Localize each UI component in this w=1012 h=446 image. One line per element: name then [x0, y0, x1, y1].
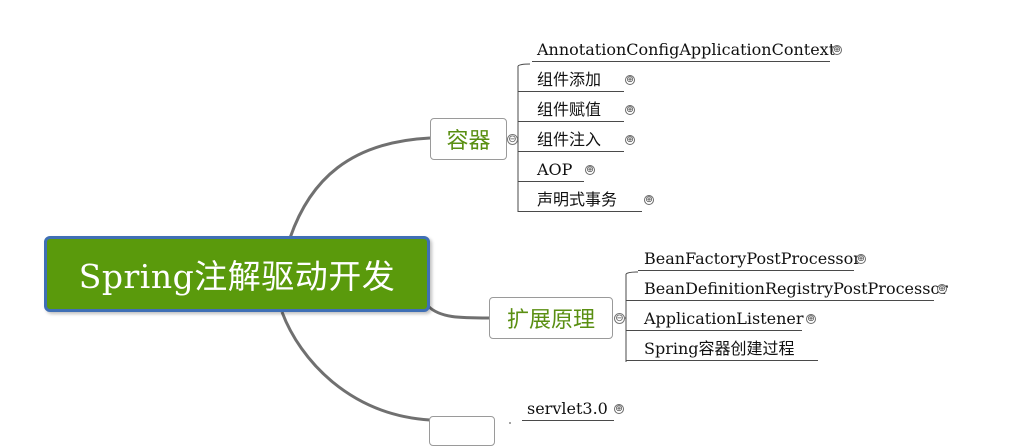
connector-root-container — [288, 136, 431, 239]
leaf-label: AOP — [537, 160, 573, 179]
leaf-application-listener[interactable]: ApplicationListener — [626, 309, 804, 331]
expand-icon[interactable]: ⊕ — [856, 254, 866, 264]
expand-icon[interactable]: ⊕ — [832, 45, 842, 55]
leaf-component-inject[interactable]: 组件注入 — [518, 130, 624, 152]
leaf-aop[interactable]: AOP — [518, 160, 584, 182]
expand-icon[interactable]: ⊕ — [644, 195, 654, 205]
expand-icon[interactable]: ⊕ — [614, 404, 624, 414]
bracket-extension-top — [625, 271, 639, 275]
leaf-servlet30[interactable]: servlet3.0 — [522, 399, 614, 421]
leaf-label: 组件注入 — [537, 130, 602, 149]
leaf-label: servlet3.0 — [527, 399, 608, 418]
branch-container-label: 容器 — [446, 129, 491, 154]
expand-icon[interactable]: ⊕ — [625, 105, 635, 115]
leaf-label: BeanFactoryPostProcessor — [644, 249, 861, 268]
root-label: Spring注解驱动开发 — [78, 257, 396, 296]
leaf-label: Spring容器创建过程 — [644, 339, 795, 358]
collapse-icon[interactable]: ⊖ — [614, 313, 625, 324]
expand-icon[interactable]: ⊕ — [625, 75, 635, 85]
leaf-label: 声明式事务 — [537, 190, 618, 209]
expand-icon[interactable]: ⊕ — [625, 135, 635, 145]
connector-root-extension — [426, 304, 490, 320]
leaf-label: AnnotationConfigApplicationContext — [537, 40, 836, 59]
leaf-component-add[interactable]: 组件添加 — [518, 70, 624, 92]
branch-extension[interactable]: 扩展原理 — [489, 297, 613, 339]
expand-icon[interactable]: ⊕ — [806, 314, 816, 324]
leaf-spring-container-creation[interactable]: Spring容器创建过程 — [626, 339, 818, 361]
leaf-label: ApplicationListener — [644, 309, 804, 328]
expand-icon[interactable]: ⊕ — [585, 165, 595, 175]
root-node[interactable]: Spring注解驱动开发 — [44, 236, 430, 312]
collapse-icon[interactable]: ⊖ — [507, 134, 518, 145]
expand-icon[interactable]: ⊕ — [937, 284, 947, 294]
branch-extension-label: 扩展原理 — [506, 308, 595, 333]
leaf-annotation-config[interactable]: AnnotationConfigApplicationContext — [532, 40, 835, 62]
leaf-bean-factory-post-processor[interactable]: BeanFactoryPostProcessor — [638, 249, 861, 271]
branch-container[interactable]: 容器 — [430, 118, 507, 160]
leaf-label: BeanDefinitionRegistryPostProcessor — [644, 279, 948, 298]
branch-third[interactable] — [429, 416, 495, 446]
bracket-container-top — [517, 63, 531, 67]
connector-root-third — [280, 311, 431, 422]
leaf-component-assign[interactable]: 组件赋值 — [518, 100, 624, 122]
connector-lines — [280, 63, 639, 424]
leaf-label: 组件添加 — [537, 70, 602, 89]
leaf-declarative-tx[interactable]: 声明式事务 — [518, 190, 642, 212]
leaf-bean-definition-registry-post-processor[interactable]: BeanDefinitionRegistryPostProcessor — [626, 279, 948, 301]
leaf-label: 组件赋值 — [537, 100, 602, 119]
